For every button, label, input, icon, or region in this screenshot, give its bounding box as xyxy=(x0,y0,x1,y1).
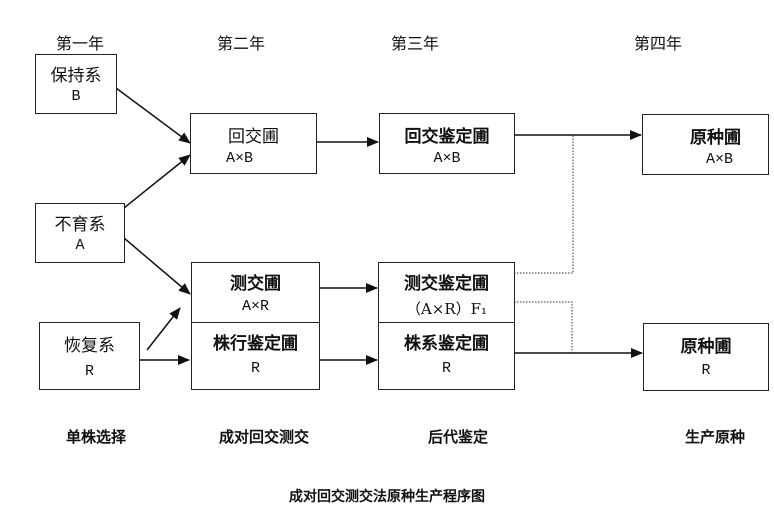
box-code: A×R xyxy=(241,298,269,315)
box-title: 恢复系 xyxy=(64,336,115,356)
box-code: R xyxy=(701,362,711,379)
arrow-restorer-to-testcross xyxy=(146,307,181,351)
box-code: R xyxy=(84,363,94,380)
box-title: 株行鉴定圃 xyxy=(213,334,298,354)
box-code: A×B xyxy=(433,150,461,167)
box-line-eval-nursery: 株系鉴定圃 R xyxy=(378,322,515,390)
box-code: A×B xyxy=(705,151,733,168)
box-row-eval-nursery: 株行鉴定圃 R xyxy=(191,322,320,390)
box-backcross-eval-nursery: 回交鉴定圃 A×B xyxy=(379,113,515,174)
box-restorer-line: 恢复系 R xyxy=(39,322,140,390)
box-code: （A×R）F₁ xyxy=(405,300,488,318)
box-title: 原种圃 xyxy=(690,128,741,148)
box-title: 回交圃 xyxy=(228,127,279,147)
box-code: A×B xyxy=(226,150,254,167)
year-header-2: 第二年 xyxy=(216,34,265,53)
box-maintainer-line: 保持系 B xyxy=(35,54,117,114)
year-header-1: 第一年 xyxy=(55,34,104,53)
figure-caption: 成对回交测交法原种生产程序图 xyxy=(289,489,485,505)
box-title: 回交鉴定圃 xyxy=(404,127,490,147)
box-testcross-nursery: 测交圃 A×R xyxy=(191,262,320,323)
box-original-seed-ab: 原种圃 A×B xyxy=(642,114,769,175)
year-header-4: 第四年 xyxy=(633,34,682,53)
box-sterile-line: 不育系 A xyxy=(35,203,125,263)
year-header-3: 第三年 xyxy=(390,34,439,53)
arrow-maintainer-to-backcross xyxy=(115,87,191,144)
arrow-sterile-to-backcross xyxy=(123,154,191,209)
dotted-link-testcross-eval-to-ab xyxy=(514,135,574,274)
box-title: 保持系 xyxy=(50,66,102,86)
arrow-sterile-to-testcross xyxy=(123,237,191,295)
box-code: B xyxy=(71,88,81,105)
box-title: 测交圃 xyxy=(230,274,281,294)
box-testcross-eval-nursery: 测交鉴定圃 （A×R）F₁ xyxy=(378,262,515,323)
box-title: 株系鉴定圃 xyxy=(404,334,489,354)
box-backcross-nursery: 回交圃 A×B xyxy=(190,113,317,174)
box-title: 测交鉴定圃 xyxy=(404,274,489,294)
stage-label-1: 单株选择 xyxy=(65,428,126,446)
box-original-seed-r: 原种圃 R xyxy=(643,323,769,391)
dotted-link-testcross-eval-to-r xyxy=(514,301,573,353)
box-code: R xyxy=(441,360,451,377)
stage-label-4: 生产原种 xyxy=(684,428,745,446)
box-code: R xyxy=(250,360,260,377)
box-code: A xyxy=(75,237,85,254)
stage-label-2: 成对回交测交 xyxy=(218,428,309,446)
box-title: 原种圃 xyxy=(680,337,732,357)
stage-label-3: 后代鉴定 xyxy=(427,428,488,446)
box-title: 不育系 xyxy=(54,215,106,235)
